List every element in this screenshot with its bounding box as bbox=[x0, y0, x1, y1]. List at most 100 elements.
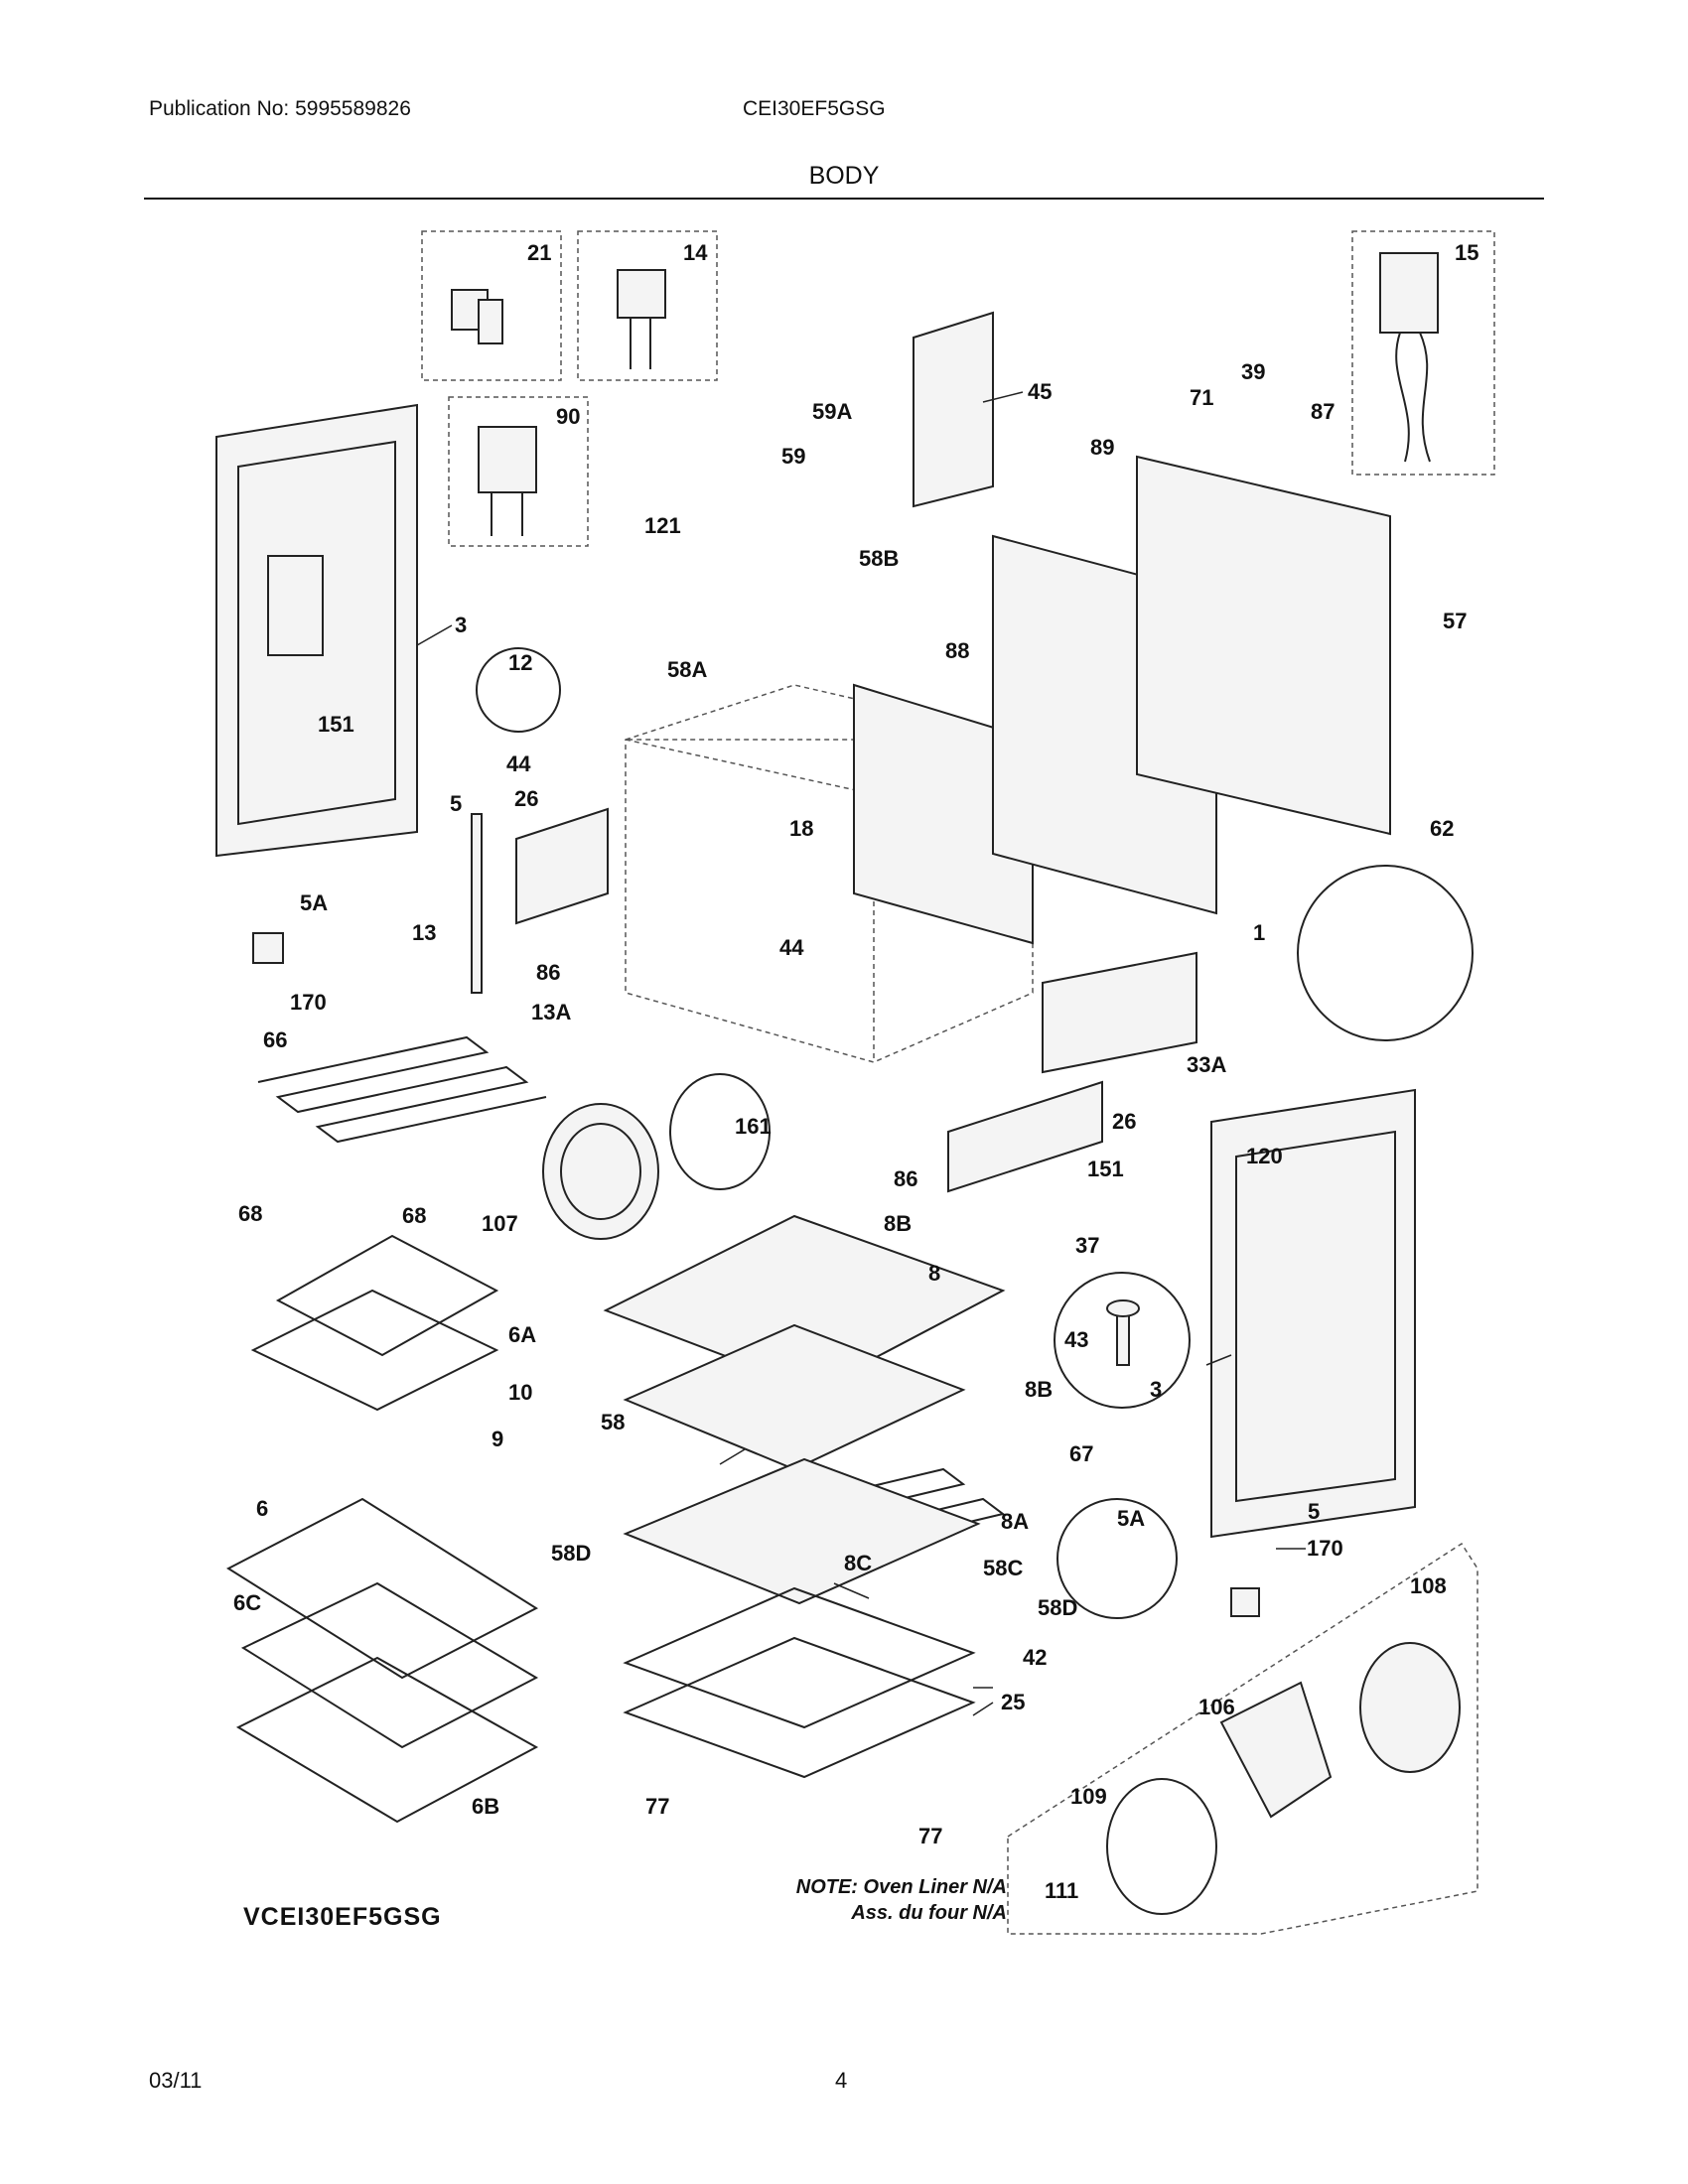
callout: 151 bbox=[1087, 1157, 1124, 1181]
callout: 3 bbox=[1150, 1377, 1162, 1402]
callout-labels: 21 14 15 39 90 45 59A 71 87 89 59 121 58… bbox=[233, 240, 1478, 1903]
inset-boxes bbox=[421, 230, 1495, 1935]
inset-box-90 bbox=[448, 396, 589, 547]
callout: 8B bbox=[1025, 1377, 1053, 1402]
callout: 9 bbox=[492, 1427, 503, 1451]
screw-icon bbox=[1106, 1299, 1140, 1366]
callout: 26 bbox=[1112, 1109, 1136, 1134]
callout: 87 bbox=[1311, 399, 1335, 424]
callout: 5A bbox=[300, 890, 328, 915]
callout: 37 bbox=[1075, 1233, 1099, 1258]
callout: 121 bbox=[644, 513, 681, 538]
detail-circle-62 bbox=[1297, 865, 1474, 1041]
callout: 90 bbox=[556, 404, 580, 429]
callout: 58D bbox=[551, 1541, 591, 1566]
callout: 33A bbox=[1187, 1052, 1226, 1077]
callout: 58 bbox=[601, 1410, 625, 1434]
side-bracket-icon bbox=[471, 807, 1197, 1193]
callout: 6C bbox=[233, 1590, 261, 1615]
callout: 44 bbox=[506, 751, 531, 776]
publication-number: Publication No: 5995589826 bbox=[149, 97, 411, 120]
oven-liner-icon bbox=[625, 683, 1034, 1063]
callout: 120 bbox=[1246, 1144, 1283, 1168]
callout: 26 bbox=[514, 786, 538, 811]
leveling-leg-icon bbox=[252, 932, 1260, 1617]
callout: 77 bbox=[645, 1794, 669, 1819]
callout: 59 bbox=[781, 444, 805, 469]
header-divider bbox=[144, 198, 1544, 200]
detail-circle-5a bbox=[1056, 1498, 1178, 1619]
callout: 89 bbox=[1090, 435, 1114, 460]
liner-note: NOTE: Oven Liner N/A Ass. du four N/A bbox=[616, 1874, 1007, 1926]
callout: 59A bbox=[812, 399, 852, 424]
inset-box-15 bbox=[1351, 230, 1495, 476]
capacitor-icon bbox=[478, 426, 537, 536]
callout: 6A bbox=[508, 1322, 536, 1347]
callout: 5 bbox=[1308, 1499, 1320, 1524]
callout: 66 bbox=[263, 1027, 287, 1052]
callout: 106 bbox=[1198, 1695, 1235, 1719]
oven-door-icon bbox=[215, 403, 418, 858]
callout: 68 bbox=[238, 1201, 262, 1226]
page-number: 4 bbox=[835, 2068, 848, 2093]
callout: 8C bbox=[844, 1551, 872, 1575]
callout: 8B bbox=[884, 1211, 912, 1236]
callout: 62 bbox=[1430, 816, 1454, 841]
callout: 14 bbox=[683, 240, 708, 265]
terminal-block-icon bbox=[451, 289, 503, 344]
callout: 67 bbox=[1069, 1441, 1093, 1466]
callout: 68 bbox=[402, 1203, 426, 1228]
inset-box-fan-assembly bbox=[1007, 1542, 1478, 1935]
callout: 58B bbox=[859, 546, 899, 571]
convection-fan-icon bbox=[542, 1073, 1461, 1915]
detail-circle-12 bbox=[476, 647, 561, 733]
callout: 15 bbox=[1455, 240, 1478, 265]
callout: 8 bbox=[928, 1261, 940, 1286]
callout: 25 bbox=[1001, 1690, 1025, 1714]
liner-note-line-2: Ass. du four N/A bbox=[851, 1902, 1007, 1924]
callout: 21 bbox=[527, 240, 551, 265]
footer-date: 03/11 bbox=[149, 2068, 203, 2093]
callout: 71 bbox=[1190, 385, 1213, 410]
callout: 6 bbox=[256, 1496, 268, 1521]
callout: 58D bbox=[1038, 1595, 1077, 1620]
inset-box-21 bbox=[421, 230, 562, 381]
sensor-harness-icon bbox=[1379, 252, 1439, 463]
callout: 8A bbox=[1001, 1509, 1029, 1534]
section-title: BODY bbox=[808, 162, 880, 190]
callout: 57 bbox=[1443, 609, 1467, 633]
callout: 6B bbox=[472, 1794, 499, 1819]
callout: 12 bbox=[508, 650, 532, 675]
callout: 13 bbox=[412, 920, 436, 945]
callout: 10 bbox=[508, 1380, 532, 1405]
callout: 5A bbox=[1117, 1506, 1145, 1531]
inset-box-14 bbox=[577, 230, 718, 381]
callout: 109 bbox=[1070, 1784, 1107, 1809]
callout: 86 bbox=[536, 960, 560, 985]
callout: 5 bbox=[450, 791, 462, 816]
model-number: CEI30EF5GSG bbox=[743, 97, 886, 120]
callout: 58A bbox=[667, 657, 707, 682]
callout: 58C bbox=[983, 1556, 1023, 1580]
callout: 107 bbox=[482, 1211, 518, 1236]
oven-bottom-tray-icon bbox=[603, 1214, 1006, 1779]
callout: 45 bbox=[1028, 379, 1052, 404]
oven-rack-icon bbox=[225, 1234, 539, 1824]
detail-circle-43 bbox=[1054, 1272, 1191, 1409]
callout: 77 bbox=[918, 1824, 942, 1848]
callout: 151 bbox=[318, 712, 354, 737]
liner-note-line-1: NOTE: Oven Liner N/A bbox=[795, 1876, 1007, 1898]
callout: 170 bbox=[1307, 1536, 1343, 1561]
detail-circles bbox=[476, 647, 1474, 1619]
broil-element-icon bbox=[257, 1035, 547, 1144]
callout: 18 bbox=[789, 816, 813, 841]
callout: 13A bbox=[531, 1000, 571, 1024]
callout: 44 bbox=[779, 935, 804, 960]
callout: 1 bbox=[1253, 920, 1265, 945]
leader-lines bbox=[416, 391, 1306, 1716]
callout: 170 bbox=[290, 990, 327, 1015]
oven-door-icon-right bbox=[1210, 1088, 1416, 1539]
callout: 3 bbox=[455, 613, 467, 637]
back-panel-icon bbox=[913, 311, 1391, 915]
